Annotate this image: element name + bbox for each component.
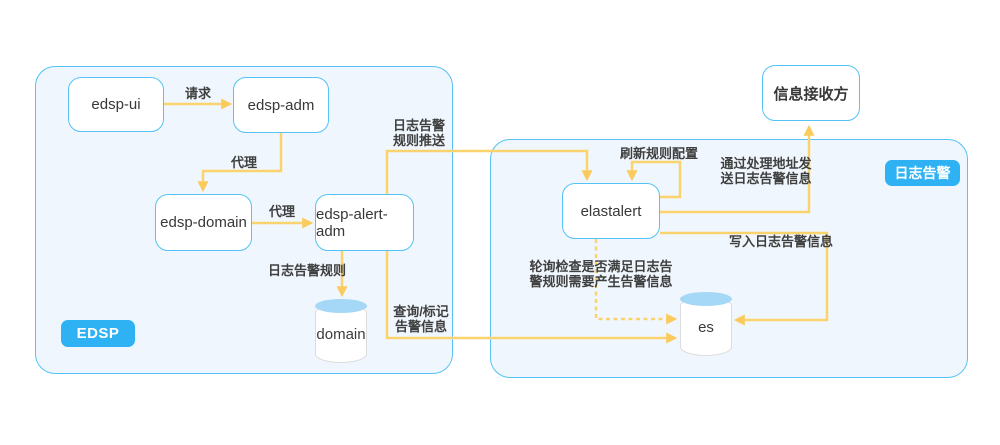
- edge-label-proxy-2: 代理: [268, 204, 295, 219]
- node-edsp-ui: edsp-ui: [68, 77, 164, 132]
- edge-label-query-mark: 查询/标记 告警信息: [391, 304, 451, 334]
- database-es: es: [680, 292, 732, 357]
- database-cylinder-body-icon: [315, 306, 367, 363]
- database-cylinder-top-icon: [680, 292, 732, 306]
- edge-label-rule-push-line2: 规则推送: [392, 133, 445, 149]
- node-elastalert: elastalert: [562, 183, 660, 239]
- database-cylinder-top-icon: [315, 299, 367, 313]
- edge-label-log-alert-rule: 日志告警规则: [267, 263, 346, 278]
- edge-refresh-rule-loop: [626, 160, 682, 199]
- edge-label-rule-push: 日志告警 规则推送: [391, 118, 447, 148]
- edge-write-log-alert: [660, 231, 829, 326]
- edge-rule-push: [385, 149, 593, 194]
- node-edsp-alert-adm: edsp-alert-adm: [315, 194, 414, 251]
- edge-send-to-receiver: [660, 124, 815, 214]
- database-domain-label: domain: [316, 326, 366, 343]
- edsp-group-badge: EDSP: [61, 320, 135, 347]
- node-edsp-adm: edsp-adm: [233, 77, 329, 133]
- edge-label-write-log-alert: 写入日志告警信息: [728, 234, 833, 249]
- edge-label-query-mark-line1: 查询/标记: [393, 304, 449, 319]
- database-cylinder-body-icon: [680, 299, 732, 356]
- node-edsp-domain: edsp-domain: [155, 194, 252, 251]
- edge-label-refresh-rule-config: 刷新规则配置: [619, 146, 698, 161]
- edge-label-send-via-handler: 通过处理地址发 送日志告警信息: [718, 156, 814, 186]
- node-message-receiver: 信息接收方: [762, 65, 860, 121]
- edge-label-send-via-handler-line2: 送日志告警信息: [720, 171, 812, 187]
- edge-label-poll-check-line1: 轮询检查是否满足日志告: [529, 259, 673, 274]
- edge-label-poll-check: 轮询检查是否满足日志告 警规则需要产生告警信息: [527, 259, 675, 289]
- edge-label-proxy-1: 代理: [230, 155, 257, 170]
- database-es-label: es: [698, 319, 714, 336]
- edge-label-poll-check-line2: 警规则需要产生告警信息: [529, 274, 673, 290]
- edge-proxy-adm-domain: [197, 133, 283, 193]
- edge-label-query-mark-line2: 告警信息: [394, 319, 447, 335]
- database-domain: domain: [315, 299, 367, 364]
- edge-query-mark: [385, 251, 678, 344]
- log-alert-group-badge: 日志告警: [885, 160, 960, 186]
- edge-label-rule-push-line1: 日志告警: [392, 118, 445, 133]
- edge-label-request: 请求: [184, 86, 211, 101]
- edge-label-send-via-handler-line1: 通过处理地址发: [720, 156, 812, 171]
